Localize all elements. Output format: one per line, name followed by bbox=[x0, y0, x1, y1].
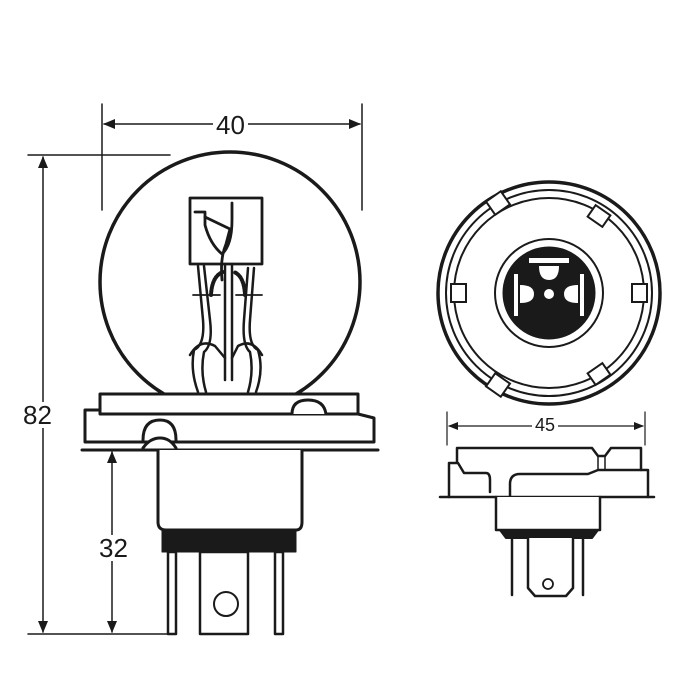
contact-pins bbox=[166, 550, 285, 636]
top-view bbox=[436, 180, 662, 406]
coil-filament bbox=[209, 270, 247, 297]
base-ring bbox=[161, 529, 297, 553]
dimension-82 bbox=[27, 154, 171, 635]
front-view bbox=[27, 103, 380, 636]
filament-supports bbox=[188, 262, 264, 394]
socket-contacts bbox=[514, 258, 584, 316]
overall-height-label: 82 bbox=[20, 402, 55, 428]
flange bbox=[80, 392, 380, 452]
glass-globe bbox=[98, 150, 362, 414]
base-cup bbox=[156, 448, 304, 532]
side-view bbox=[438, 411, 656, 598]
side-base-ring bbox=[499, 529, 599, 539]
bulb-width-label: 40 bbox=[213, 112, 248, 138]
tabs bbox=[450, 189, 648, 399]
flange-width-label: 45 bbox=[532, 416, 559, 434]
base-height-label: 32 bbox=[96, 535, 131, 561]
